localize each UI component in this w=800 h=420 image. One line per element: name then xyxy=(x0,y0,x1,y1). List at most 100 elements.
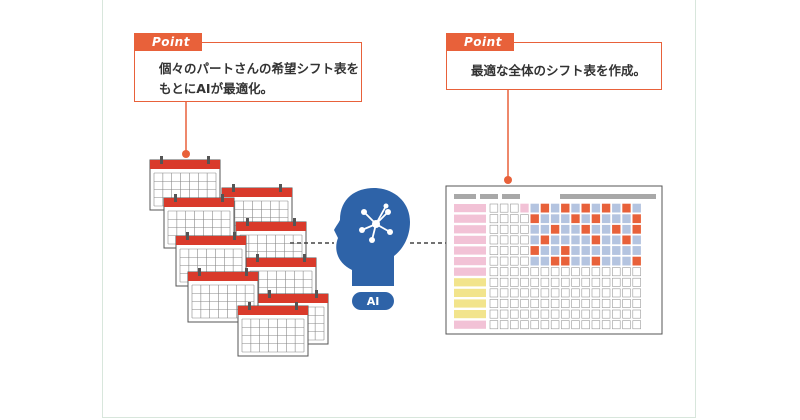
table-cell xyxy=(489,235,499,245)
table-cell xyxy=(632,256,641,266)
table-cell xyxy=(510,203,519,213)
table-cell xyxy=(540,288,550,298)
table-cell xyxy=(601,267,611,277)
table-cell xyxy=(499,288,509,298)
table-cell xyxy=(561,256,570,266)
table-cell xyxy=(632,224,641,234)
table-cell xyxy=(581,277,590,287)
table-cell xyxy=(561,320,570,330)
table-cell xyxy=(581,320,590,330)
table-cell xyxy=(489,288,499,298)
table-cell xyxy=(499,299,509,308)
table-name-cell xyxy=(454,225,486,234)
callout-right: Point 最適な全体のシフト表を作成。 xyxy=(446,33,662,90)
table-name-cell xyxy=(454,246,486,255)
table-cell xyxy=(550,235,560,245)
table-cell xyxy=(530,256,539,266)
table-cell xyxy=(510,235,519,245)
table-cell xyxy=(561,309,570,319)
table-cell xyxy=(622,256,631,266)
table-cell xyxy=(510,224,519,234)
table-cell xyxy=(510,288,519,298)
table-cell xyxy=(499,214,509,224)
table-cell xyxy=(499,267,509,277)
table-cell xyxy=(581,299,590,308)
calendar-stack xyxy=(149,156,329,357)
table-cell xyxy=(520,288,529,298)
table-cell xyxy=(632,309,641,319)
table-cell xyxy=(530,203,539,213)
table-cell xyxy=(561,267,570,277)
shift-schedule-table xyxy=(445,185,663,335)
table-cell xyxy=(571,203,580,213)
table-name-cell xyxy=(454,257,486,266)
ai-head-icon xyxy=(334,188,410,286)
table-cell xyxy=(530,299,539,308)
leader-line-left xyxy=(182,102,190,158)
table-cell xyxy=(612,277,621,287)
table-cell xyxy=(530,288,539,298)
table-header-bar xyxy=(480,194,498,199)
table-cell xyxy=(550,288,560,298)
table-cell xyxy=(632,299,641,308)
table-cell xyxy=(612,246,621,255)
table-cell xyxy=(489,246,499,255)
table-cell xyxy=(561,235,570,245)
table-cell xyxy=(571,256,580,266)
table-cell xyxy=(591,299,601,308)
table-cell xyxy=(520,309,529,319)
table-cell xyxy=(540,299,550,308)
ai-badge: AI xyxy=(352,292,394,310)
table-cell xyxy=(540,224,550,234)
table-cell xyxy=(510,246,519,255)
table-cell xyxy=(601,256,611,266)
callout-left-text: 個々のパートさんの希望シフト表を もとにAIが最適化。 xyxy=(159,59,359,99)
table-cell xyxy=(591,224,601,234)
table-cell xyxy=(520,267,529,277)
table-cell xyxy=(612,309,621,319)
table-cell xyxy=(632,246,641,255)
table-cell xyxy=(612,214,621,224)
table-cell xyxy=(622,267,631,277)
table-cell xyxy=(632,267,641,277)
table-cell xyxy=(591,235,601,245)
table-cell xyxy=(499,203,509,213)
table-cell xyxy=(612,224,621,234)
table-cell xyxy=(530,277,539,287)
table-cell xyxy=(601,277,611,287)
table-cell xyxy=(591,277,601,287)
table-cell xyxy=(632,277,641,287)
table-cell xyxy=(571,235,580,245)
table-cell xyxy=(489,320,499,330)
table-cell xyxy=(550,246,560,255)
table-cell xyxy=(591,214,601,224)
table-name-cell xyxy=(454,235,486,244)
table-cell xyxy=(499,320,509,330)
table-cell xyxy=(581,246,590,255)
table-cell xyxy=(561,277,570,287)
table-cell xyxy=(499,246,509,255)
table-name-cell xyxy=(454,288,486,297)
table-cell xyxy=(601,246,611,255)
table-cell xyxy=(499,224,509,234)
table-cell xyxy=(601,309,611,319)
table-cell xyxy=(550,299,560,308)
table-cell xyxy=(520,214,529,224)
table-cell xyxy=(622,288,631,298)
table-cell xyxy=(530,267,539,277)
table-cell xyxy=(571,224,580,234)
table-cell xyxy=(499,277,509,287)
table-cell xyxy=(489,277,499,287)
table-cell xyxy=(591,203,601,213)
table-cell xyxy=(520,277,529,287)
table-cell xyxy=(581,214,590,224)
table-cell xyxy=(489,224,499,234)
table-cell xyxy=(612,203,621,213)
callout-right-text: 最適な全体のシフト表を作成。 xyxy=(471,61,646,81)
table-cell xyxy=(520,224,529,234)
table-name-cell xyxy=(454,299,486,308)
table-cell xyxy=(601,214,611,224)
table-cell xyxy=(489,299,499,308)
table-cell xyxy=(510,277,519,287)
table-name-cell xyxy=(454,278,486,287)
